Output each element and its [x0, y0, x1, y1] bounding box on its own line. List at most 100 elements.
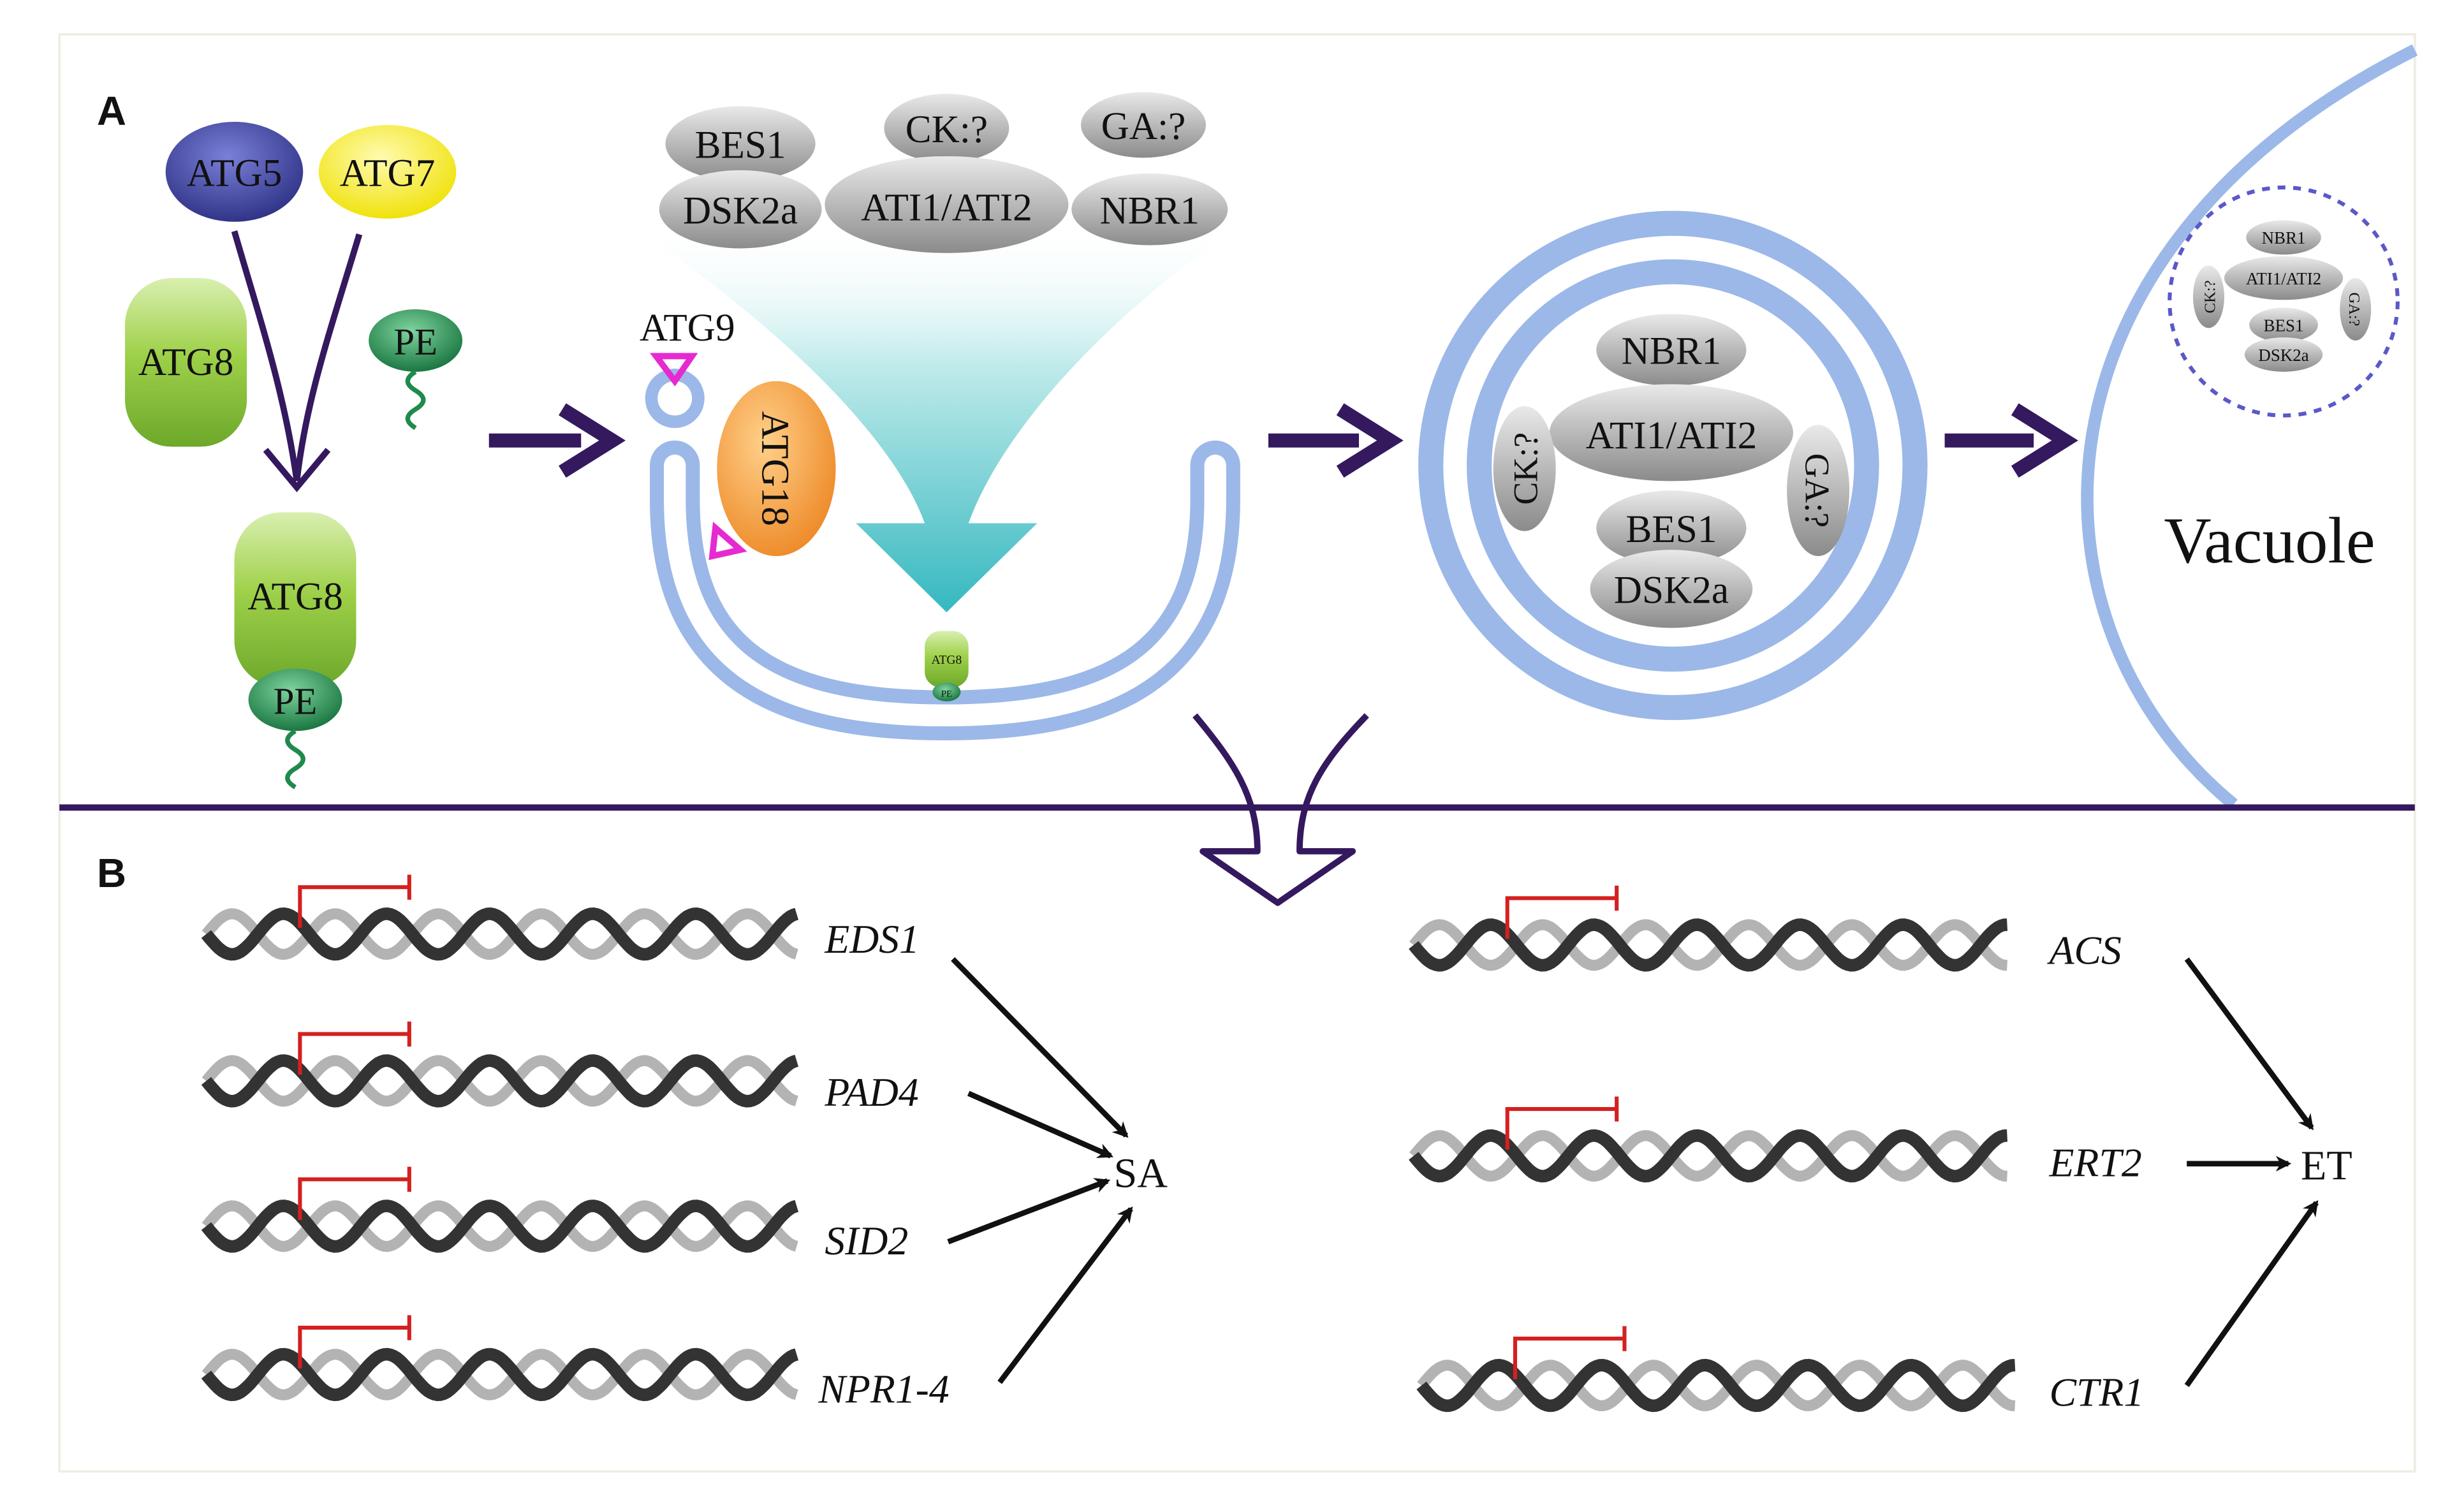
promoter-mark-ctr1	[1513, 1326, 1627, 1379]
promoter-mark-acs	[1505, 885, 1619, 939]
vacuole-nbr1: NBR1	[2246, 220, 2321, 255]
arrow-npr1-4-sa	[997, 1206, 1133, 1384]
vacuole-bes1-label: BES1	[2264, 316, 2304, 335]
phagophore	[650, 440, 1240, 741]
vacuole-label: Vacuole	[2164, 504, 2375, 577]
vacuole-bes1: BES1	[2249, 307, 2318, 342]
autophagosome-ga: GA:?	[1787, 425, 1850, 556]
pe-lipid: PE	[369, 309, 463, 430]
gene-acs-label: ACS	[2047, 927, 2122, 973]
dna-helix-eds1	[201, 874, 799, 961]
arrow-ctr1-et	[2184, 1200, 2319, 1388]
autophagosome-nbr1-label: NBR1	[1622, 330, 1722, 373]
dna-helix-sid2	[201, 1166, 799, 1253]
autophagosome-dsk2a: DSK2a	[1590, 550, 1753, 628]
figure-frame	[58, 33, 2416, 1473]
gene-npr1-4-label: NPR1-4	[818, 1367, 950, 1412]
et-pathway-arrows	[2184, 957, 2319, 1388]
vacuole-ati: ATI1/ATI2	[2224, 256, 2344, 300]
atg8-pe-small: ATG8 PE	[925, 631, 969, 701]
gene-ctr1-label: CTR1	[2050, 1369, 2145, 1414]
atg5-protein: ATG5	[165, 122, 304, 222]
promoter-mark-ert2	[1505, 1096, 1619, 1150]
autophagosome-bes1: BES1	[1596, 490, 1747, 566]
vacuole-ck: CK:?	[2193, 265, 2225, 328]
arrow-eds1-sa	[951, 957, 1129, 1138]
step-arrow-3	[1944, 403, 2078, 478]
autophagosome: NBR1 ATI1/ATI2 CK:? GA:? BES1 DSK2a	[1418, 210, 1928, 721]
atg7-label: ATG7	[340, 151, 436, 195]
atg9-vesicle	[645, 353, 705, 429]
downstream-arrow	[1192, 713, 1369, 906]
dna-helix-pad4	[201, 1021, 799, 1108]
cargo-ck: CK:?	[884, 93, 1009, 163]
atg9-label: ATG9	[640, 306, 735, 349]
cargo-nbr1: NBR1	[1071, 173, 1228, 246]
vacuole-ga: GA:?	[2340, 277, 2372, 341]
autophagosome-ck: CK:?	[1493, 406, 1556, 531]
gene-pad4-label: PAD4	[824, 1069, 918, 1115]
arrow-sid2-sa	[947, 1178, 1111, 1245]
step-arrow-2	[1268, 403, 1404, 478]
arrow-pad4-sa	[967, 1090, 1114, 1159]
autophagosome-ck-label: CK:?	[1506, 432, 1544, 505]
pe-label: PE	[393, 321, 437, 363]
vacuole-ck-label: CK:?	[2201, 281, 2219, 314]
et-product-label: ET	[2301, 1142, 2352, 1189]
cargo-dsk2a: DSK2a	[659, 170, 822, 249]
autophagosome-nbr1: NBR1	[1596, 314, 1747, 386]
atg8-label: ATG8	[138, 341, 234, 384]
arrow-acs-et	[2184, 957, 2314, 1131]
autophagosome-dsk2a-label: DSK2a	[1614, 568, 1729, 612]
atg18-protein: ATG18	[708, 381, 836, 561]
sa-pathway-arrows	[947, 957, 1133, 1384]
vacuole-dsk2a-label: DSK2a	[2258, 346, 2308, 365]
gene-sid2-label: SID2	[825, 1218, 908, 1263]
cargo-bes1: BES1	[665, 106, 816, 182]
vacuole-membrane	[2081, 44, 2418, 809]
cargo-ga-label: GA:?	[1101, 105, 1186, 148]
dna-helix-ctr1	[1416, 1326, 2016, 1413]
atg5-label: ATG5	[187, 151, 282, 195]
dna-helix-ert2	[1409, 1096, 2008, 1183]
atg18-label: ATG18	[753, 411, 796, 526]
sa-product-label: SA	[1113, 1150, 1168, 1197]
dna-helix-npr1-4	[201, 1315, 799, 1402]
autophagic-body: NBR1 ATI1/ATI2 CK:? GA:? BES1 DSK2a	[2168, 185, 2400, 418]
cargo-ati: ATI1/ATI2	[825, 156, 1069, 253]
atg8-pe-conjugate: ATG8 PE	[234, 512, 356, 789]
vacuole-nbr1-label: NBR1	[2262, 228, 2306, 247]
cargo-ati-label: ATI1/ATI2	[861, 186, 1032, 229]
conjugation-arrow	[231, 230, 363, 492]
cargo-ck-label: CK:?	[906, 108, 988, 151]
pe-conjugate-label: PE	[274, 680, 318, 722]
atg8-protein: ATG8	[125, 277, 247, 447]
pe-small-label: PE	[941, 689, 952, 699]
vacuole-ga-label: GA:?	[2345, 292, 2363, 326]
panel-a-label: A	[97, 89, 126, 134]
cargo-ga: GA:?	[1081, 92, 1207, 158]
cargo-dsk2a-label: DSK2a	[683, 189, 798, 232]
promoter-mark-sid2	[298, 1166, 411, 1220]
step-arrow-1	[488, 403, 626, 478]
cargo-bes1-label: BES1	[695, 123, 786, 166]
autophagosome-bes1-label: BES1	[1625, 508, 1717, 551]
vacuole-dsk2a: DSK2a	[2244, 337, 2323, 372]
cargo-cluster: BES1 DSK2a CK:? ATI1/ATI2 GA:? NBR1	[659, 92, 1228, 253]
promoter-mark-npr1-4	[298, 1315, 411, 1369]
atg7-protein: ATG7	[318, 124, 457, 219]
promoter-mark-eds1	[298, 874, 411, 928]
dna-layer	[201, 874, 2016, 1413]
autophagosome-ati-label: ATI1/ATI2	[1586, 414, 1757, 457]
promoter-mark-pad4	[298, 1021, 411, 1075]
gene-ert2-label: ERT2	[2049, 1140, 2142, 1185]
cargo-nbr1-label: NBR1	[1100, 189, 1200, 232]
gene-eds1-label: EDS1	[824, 916, 920, 962]
cargo-funnel	[643, 234, 1228, 613]
autophagosome-ga-label: GA:?	[1798, 453, 1837, 528]
dna-helix-acs	[1409, 885, 2008, 972]
vacuole-ati-label: ATI1/ATI2	[2246, 269, 2321, 288]
panel-b-label: B	[97, 851, 126, 896]
autophagosome-ati: ATI1/ATI2	[1549, 384, 1793, 481]
